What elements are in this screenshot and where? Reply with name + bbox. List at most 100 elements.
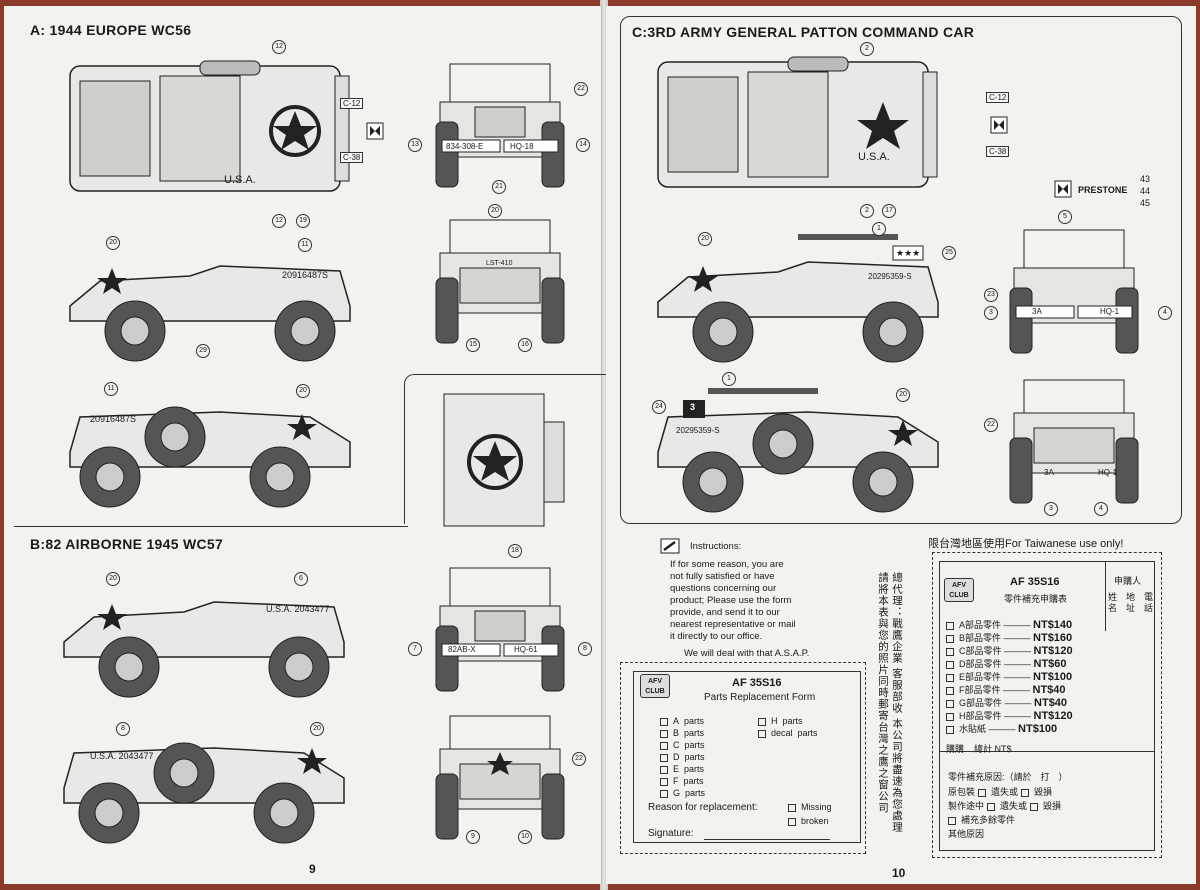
part-b-row[interactable]: B parts	[660, 728, 704, 738]
part-e-row[interactable]: E parts	[660, 764, 704, 774]
callout: 1	[722, 372, 736, 386]
instructions-line-4: product; Please use the form	[670, 595, 792, 606]
tw-item-d[interactable]: D部品零件 ——— NT$60	[946, 657, 1067, 670]
reason-broken-row[interactable]: broken	[788, 816, 829, 826]
tw-total: 購購 總計 NT$	[946, 742, 1065, 755]
decal-tag-c38: C-38	[340, 152, 364, 163]
tw-item-g-checkbox[interactable]	[946, 699, 954, 708]
callout: 7	[408, 642, 422, 656]
tw-item-f-checkbox[interactable]	[946, 686, 954, 695]
tw-form-subtitle: 零件補充申購表	[1004, 594, 1068, 604]
section-a-title: A: 1944 EUROPE WC56	[30, 22, 192, 38]
callout: 29	[196, 344, 210, 358]
tw-reason-row-3[interactable]: 補充多餘零件	[948, 813, 1015, 826]
page-number-left: 9	[309, 862, 316, 876]
tw-reason-extra-checkbox[interactable]	[948, 816, 956, 825]
prestone-num-45: 45	[1140, 198, 1151, 208]
tw-reason-row-2[interactable]: 製作途中遺失或毀損	[948, 801, 1062, 811]
signature-line[interactable]	[704, 839, 830, 840]
hood-usa-a: U.S.A.	[224, 174, 256, 186]
tw-item-c-checkbox[interactable]	[946, 647, 954, 656]
part-c-row[interactable]: C parts	[660, 740, 705, 750]
tw-item-e[interactable]: E部品零件 ——— NT$100	[946, 670, 1072, 683]
section-c-title: C:3RD ARMY GENERAL PATTON COMMAND CAR	[632, 24, 975, 40]
tw-item-a-checkbox[interactable]	[946, 621, 954, 630]
vehicle-a-side-view	[69, 265, 351, 362]
tw-item-e-checkbox[interactable]	[946, 673, 954, 682]
marking-a-side-1: 20916487S	[282, 270, 329, 280]
callout: 9	[466, 830, 480, 844]
tw-item-a[interactable]: A部品零件 ——— NT$140	[946, 618, 1072, 631]
decal-tag-c12: C-12	[986, 92, 1010, 103]
plate-c-left: 3A	[1032, 307, 1042, 316]
vehicle-b-front-view	[435, 567, 565, 692]
tw-item-b[interactable]: B部品零件 ——— NT$160	[946, 631, 1072, 644]
callout: 22	[572, 752, 586, 766]
part-d-row[interactable]: D parts	[660, 752, 705, 762]
instructions-line-7: it directly to our office.	[670, 631, 763, 642]
part-c-checkbox[interactable]	[660, 741, 668, 750]
broken-checkbox[interactable]	[788, 817, 796, 826]
reason-missing-row[interactable]: Missing	[788, 802, 832, 812]
callout: 20	[488, 204, 502, 218]
tw-reason-broken-checkbox-1[interactable]	[1021, 788, 1030, 797]
insignia-decal-icon	[990, 116, 1008, 134]
vehicle-c-front-view	[1009, 229, 1139, 354]
tw-item-c[interactable]: C部品零件 ——— NT$120	[946, 644, 1073, 657]
tw-item-b-checkbox[interactable]	[946, 634, 954, 643]
tw-reason-title: 零件補充原因:（請於 打 ）	[948, 772, 1068, 782]
vehicle-c-top-view	[657, 56, 938, 188]
tw-reason-lost-checkbox-2[interactable]	[987, 802, 996, 811]
missing-checkbox[interactable]	[788, 803, 796, 812]
marking-b-side-2: U.S.A. 2043477	[90, 751, 154, 761]
flag-number: 3	[690, 402, 696, 412]
callout: 20	[310, 722, 324, 736]
decal-checkbox[interactable]	[758, 729, 766, 738]
tw-item-decal[interactable]: 水貼紙 ——— NT$100	[946, 722, 1057, 735]
tw-reason-broken-checkbox-2[interactable]	[1030, 802, 1039, 811]
callout: 19	[296, 214, 310, 228]
afv-club-logo-tw: AFV CLUB	[944, 578, 974, 602]
part-e-checkbox[interactable]	[660, 765, 668, 774]
applicant-field-3: 電	[1144, 592, 1154, 602]
callout: 20	[896, 388, 910, 402]
part-d-checkbox[interactable]	[660, 753, 668, 762]
callout: 8	[116, 722, 130, 736]
part-g-checkbox[interactable]	[660, 789, 668, 798]
rear-plate-a: LST-410	[486, 260, 513, 267]
callout: 4	[1158, 306, 1172, 320]
decal-parts-row[interactable]: decal parts	[758, 728, 818, 738]
tw-item-d-checkbox[interactable]	[946, 660, 954, 669]
callout: 24	[652, 400, 666, 414]
callout: 12	[272, 40, 286, 54]
tw-reason-row-1[interactable]: 原包裝遺失或毀損	[948, 787, 1053, 797]
part-f-row[interactable]: F parts	[660, 776, 704, 786]
prestone-label: PRESTONE	[1078, 185, 1128, 195]
reason-label: Reason for replacement:	[648, 802, 758, 813]
part-g-row[interactable]: G parts	[660, 788, 705, 798]
tw-item-h-checkbox[interactable]	[946, 712, 954, 721]
part-a-checkbox[interactable]	[660, 717, 668, 726]
callout: 21	[492, 180, 506, 194]
part-a-row[interactable]: A parts	[660, 716, 704, 726]
part-f-checkbox[interactable]	[660, 777, 668, 786]
decal-tag-c38: C-38	[986, 146, 1010, 157]
part-b-checkbox[interactable]	[660, 729, 668, 738]
prestone-num-44: 44	[1140, 186, 1151, 196]
part-h-row[interactable]: H parts	[758, 716, 803, 726]
tw-form-inner-border	[939, 561, 1155, 851]
vertical-text-2: 請將本表與您的照片同時郵寄台灣之鷹之窗公司	[877, 572, 889, 814]
marking-b-side-1: U.S.A. 2043477	[266, 604, 330, 614]
plate-c-rear-right: HQ-1	[1098, 468, 1118, 477]
tw-item-f[interactable]: F部品零件 ——— NT$40	[946, 683, 1066, 696]
tw-item-h[interactable]: H部品零件 ——— NT$120	[946, 709, 1073, 722]
book-spine	[600, 0, 608, 890]
callout: 13	[408, 138, 422, 152]
tw-reason-lost-checkbox-1[interactable]	[978, 788, 987, 797]
callout: 5	[1058, 210, 1072, 224]
plate-b-right: HQ-61	[514, 645, 538, 654]
tw-item-decal-checkbox[interactable]	[946, 725, 954, 734]
tw-item-g[interactable]: G部品零件 ——— NT$40	[946, 696, 1067, 709]
instructions-line-3: questions concerning our	[670, 583, 777, 594]
part-h-checkbox[interactable]	[758, 717, 766, 726]
